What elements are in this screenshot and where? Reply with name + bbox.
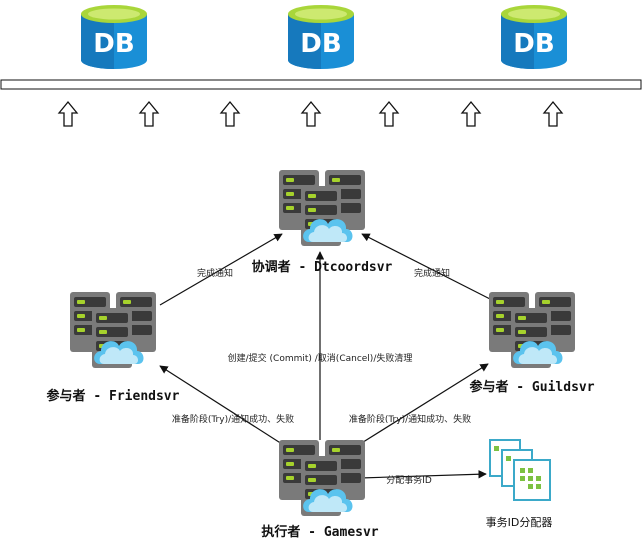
participant-left-label: 参与者 - Friendsvr: [47, 388, 180, 404]
id-allocator-icon: [489, 439, 551, 501]
edge-label-executor-left: 准备阶段(Try)/通知成功、失败: [172, 413, 294, 425]
coordinator-label: 协调者 - Dtcoordsvr: [252, 259, 393, 275]
edge-executor-to-right: [359, 363, 489, 445]
edge-label-executor-right: 准备阶段(Try)/通知成功、失败: [349, 413, 471, 425]
database-icon-2: DB: [288, 5, 354, 69]
database-icon-1: DB: [81, 5, 147, 69]
edge-label-right-complete: 完成通知: [414, 267, 450, 279]
executor-label: 执行者 - Gamesvr: [261, 524, 378, 540]
participant-right-server-icon: [489, 292, 575, 368]
up-arrow-icon: [58, 101, 563, 127]
storage-bus-bar: [0, 79, 642, 90]
database-icon-3: DB: [501, 5, 567, 69]
edge-right-to-coordinator: [361, 233, 493, 301]
db-label-2: DB: [300, 29, 341, 59]
coordinator-server-icon: [279, 170, 365, 246]
edge-executor-to-allocator: [359, 470, 487, 479]
participant-left-server-icon: [70, 292, 156, 368]
edge-executor-to-left: [159, 365, 283, 445]
id-allocator-label: 事务ID分配器: [486, 516, 553, 529]
edge-left-to-coordinator: [159, 233, 283, 306]
db-label-3: DB: [513, 29, 554, 59]
edge-label-left-complete: 完成通知: [197, 267, 233, 279]
executor-server-icon: [279, 440, 365, 516]
edge-label-executor-coordinator: 创建/提交 (Commit) /取消(Cancel)/失败清理: [228, 352, 413, 364]
db-label-1: DB: [93, 29, 134, 59]
participant-right-label: 参与者 - Guildsvr: [469, 379, 594, 395]
edge-label-executor-allocator: 分配事务ID: [386, 474, 432, 486]
